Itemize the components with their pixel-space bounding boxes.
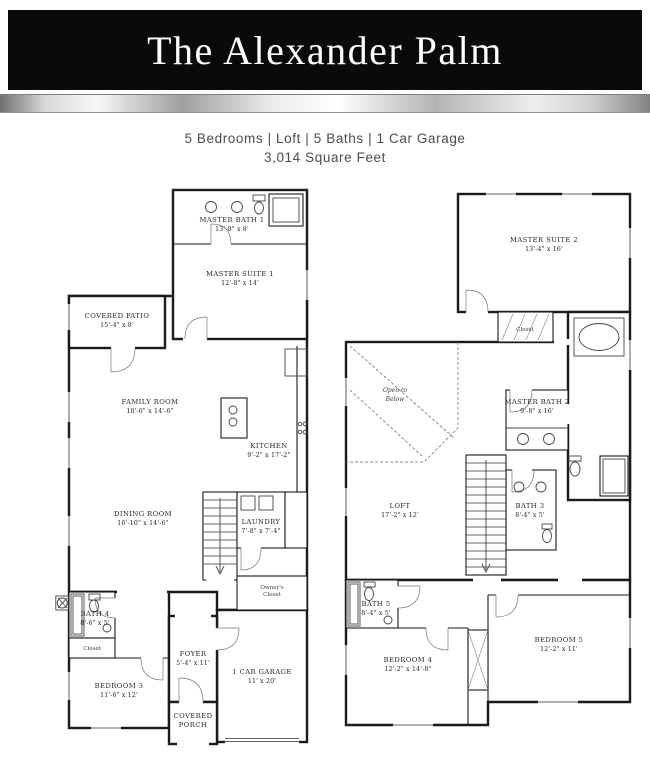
room-dims-kitchen: 9'-2" x 17'-2" [247, 452, 290, 459]
floor2-labels: MASTER SUITE 2 13'-4" x 16' Closet MASTE… [361, 236, 583, 673]
area-line: 3,014 Square Feet [263, 150, 387, 165]
floor1-openings [111, 336, 261, 747]
room-label-bedroom-5: BEDROOM 5 [535, 636, 584, 644]
room-label-closet-2: Closet [516, 327, 535, 333]
room-label-bath-3: BATH 3 [516, 502, 545, 510]
room-dims-garage: 11' x 20' [248, 678, 276, 685]
room-label-covered-patio: COVERED PATIO [85, 312, 150, 320]
room-label-garage: 1 CAR GARAGE [232, 668, 291, 676]
floor1-walls [67, 188, 309, 746]
room-label-laundry: LAUNDRY [242, 518, 281, 526]
room-label-master-suite-1: MASTER SUITE 1 [206, 270, 274, 278]
room-dims-loft: 17'-2" x 12' [381, 512, 419, 519]
room-dims-bath-4: 8'-6" x 5' [80, 620, 110, 627]
summary-block: 5 Bedrooms | Loft | 5 Baths | 1 Car Gara… [0, 129, 650, 167]
floor1-labels: MASTER BATH 1 13'-8" x 8' MASTER SUITE 1… [80, 216, 291, 729]
room-label-covered-porch-2: PORCH [179, 721, 207, 729]
room-label-closet-1: Closet [83, 646, 102, 652]
room-label-dining-room: DINING ROOM [114, 510, 172, 518]
silver-stripe [0, 94, 650, 113]
room-dims-master-bath-2: 9'-8" x 16' [520, 408, 554, 415]
floor1-plan: MASTER BATH 1 13'-8" x 8' MASTER SUITE 1… [55, 188, 309, 747]
room-label-kitchen: KITCHEN [250, 442, 287, 450]
floor2-fixtures [347, 317, 629, 627]
room-label-covered-porch-1: COVERED [174, 712, 213, 720]
room-dims-bath-5: 8'-4" x 5' [361, 610, 391, 617]
room-label-loft: LOFT [390, 502, 411, 510]
room-label-owners-closet-1: Owner's [260, 585, 283, 591]
room-dims-master-suite-2: 13'-4" x 16' [525, 246, 563, 253]
room-dims-master-bath-1: 13'-8" x 8' [215, 226, 249, 233]
floor2-closet-hatches [467, 313, 550, 691]
floor2-plan: MASTER SUITE 2 13'-4" x 16' Closet MASTE… [344, 192, 632, 727]
floor2-railing-open-below [346, 342, 459, 463]
room-dims-bath-3: 8'-4" x 5' [515, 512, 545, 519]
room-label-owners-closet-2: Closet [263, 592, 282, 598]
room-label-open-to-below-1: Open to [383, 387, 407, 394]
floor1-windows [67, 270, 309, 744]
room-dims-bedroom-4: 12'-2" x 14'-8" [384, 666, 431, 673]
room-dims-master-suite-1: 12'-8" x 14' [221, 280, 259, 287]
title-banner: The Alexander Palm [8, 10, 642, 90]
room-label-bedroom-3: BEDROOM 3 [95, 682, 144, 690]
page-title: The Alexander Palm [147, 27, 503, 73]
room-dims-foyer: 5'-4" x 11' [176, 660, 210, 667]
room-label-bath-5: BATH 5 [362, 600, 391, 608]
room-label-open-to-below-2: Below [385, 396, 405, 403]
room-dims-dining-room: 16'-10" x 14'-6" [117, 520, 168, 527]
room-dims-laundry: 7'-8" x 7'-4" [241, 528, 280, 535]
floor2-stairs [466, 460, 506, 574]
room-label-bedroom-4: BEDROOM 4 [384, 656, 433, 664]
features-line: 5 Bedrooms | Loft | 5 Baths | 1 Car Gara… [184, 131, 466, 146]
floor1-stairs [203, 498, 237, 576]
room-label-family-room: FAMILY ROOM [121, 398, 178, 406]
floor1-fixtures [55, 193, 308, 637]
room-dims-bedroom-5: 12'-2" x 11' [540, 646, 578, 653]
floor2-walls [344, 192, 632, 727]
room-label-master-bath-2: MASTER BATH 2 [505, 398, 570, 406]
room-label-foyer: FOYER [180, 650, 207, 658]
floor2-doors [397, 289, 535, 651]
room-dims-family-room: 18'-6" x 14'-6" [126, 408, 173, 415]
room-label-master-bath-1: MASTER BATH 1 [200, 216, 265, 224]
room-dims-covered-patio: 15'-4" x 8' [100, 322, 134, 329]
floor2-windows [344, 192, 632, 727]
floor2-openings [395, 309, 582, 608]
floor1-doors [94, 223, 262, 703]
room-label-bath-4: BATH 4 [81, 610, 110, 618]
room-label-master-suite-2: MASTER SUITE 2 [510, 236, 578, 244]
room-dims-bedroom-3: 11'-6" x 12' [100, 692, 138, 699]
